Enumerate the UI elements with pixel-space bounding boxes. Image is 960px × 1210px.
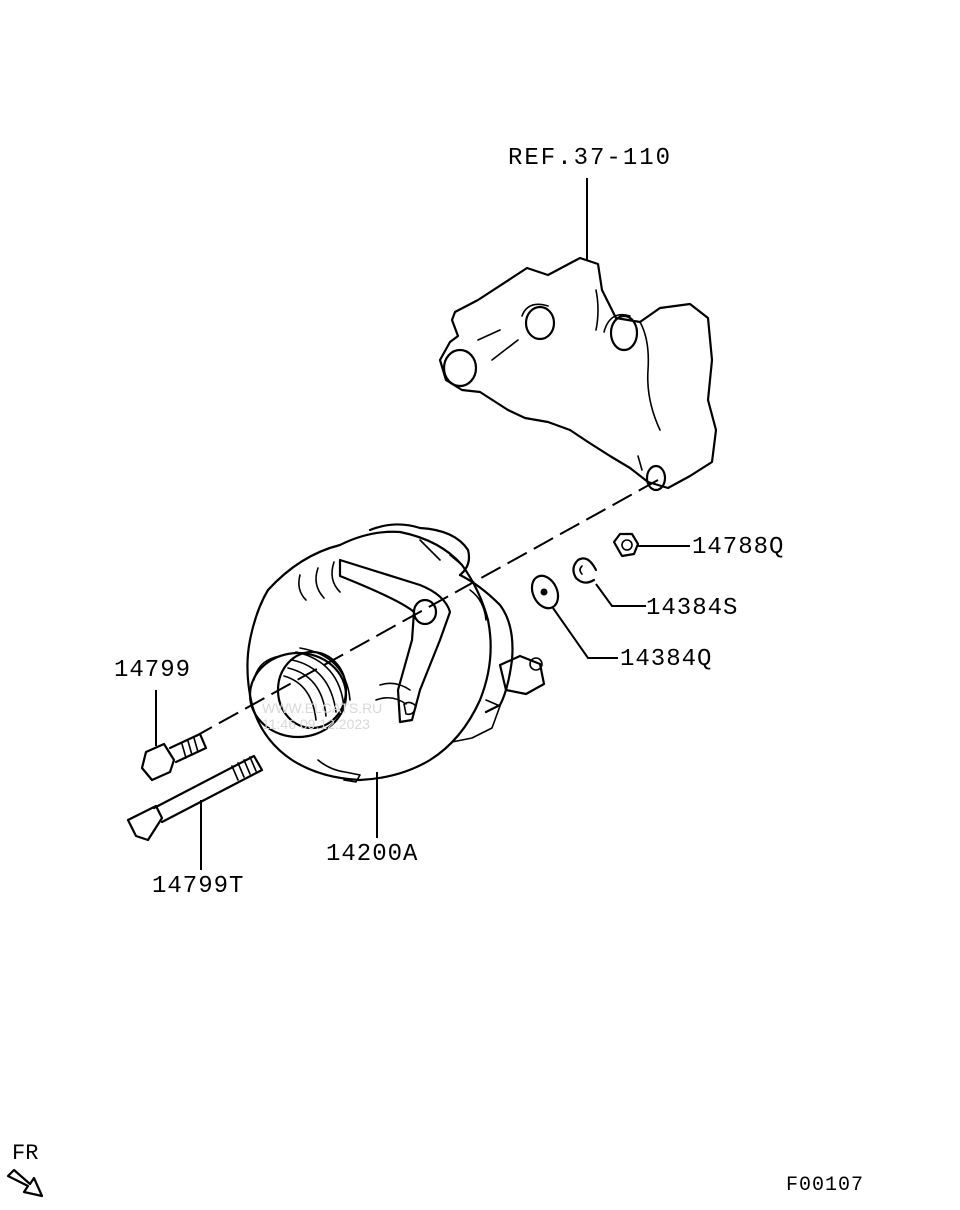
reference-label[interactable]: REF.37-110 xyxy=(508,145,673,172)
part-label-bolt[interactable]: 14799 xyxy=(114,657,192,684)
part-label-long-bolt[interactable]: 14799T xyxy=(152,873,245,900)
long-bolt[interactable] xyxy=(126,754,264,842)
part-label-alternator[interactable]: 14200A xyxy=(326,841,419,868)
front-direction-arrow-icon xyxy=(6,1168,44,1198)
watermark-timestamp: 11:46 09.12.2023 xyxy=(262,716,370,732)
part-label-lock-washer[interactable]: 14384S xyxy=(646,595,739,622)
washer-leader-line xyxy=(552,607,618,659)
assembly-centerline xyxy=(195,479,659,737)
watermark: WWW.ELCATS.RU 11:46 09.12.2023 xyxy=(262,700,382,732)
watermark-site: WWW.ELCATS.RU xyxy=(262,700,383,716)
lock-washer[interactable] xyxy=(572,557,598,584)
figure-code: F00107 xyxy=(786,1174,865,1197)
washer[interactable] xyxy=(527,572,563,613)
alternator-body[interactable] xyxy=(246,523,546,783)
lock-washer-leader-line xyxy=(595,583,646,607)
part-label-washer[interactable]: 14384Q xyxy=(620,646,713,673)
mounting-bracket[interactable] xyxy=(438,256,718,492)
bolt[interactable] xyxy=(140,732,208,782)
nut[interactable] xyxy=(612,532,640,558)
direction-label: FR xyxy=(12,1141,39,1166)
part-label-nut[interactable]: 14788Q xyxy=(692,534,785,561)
